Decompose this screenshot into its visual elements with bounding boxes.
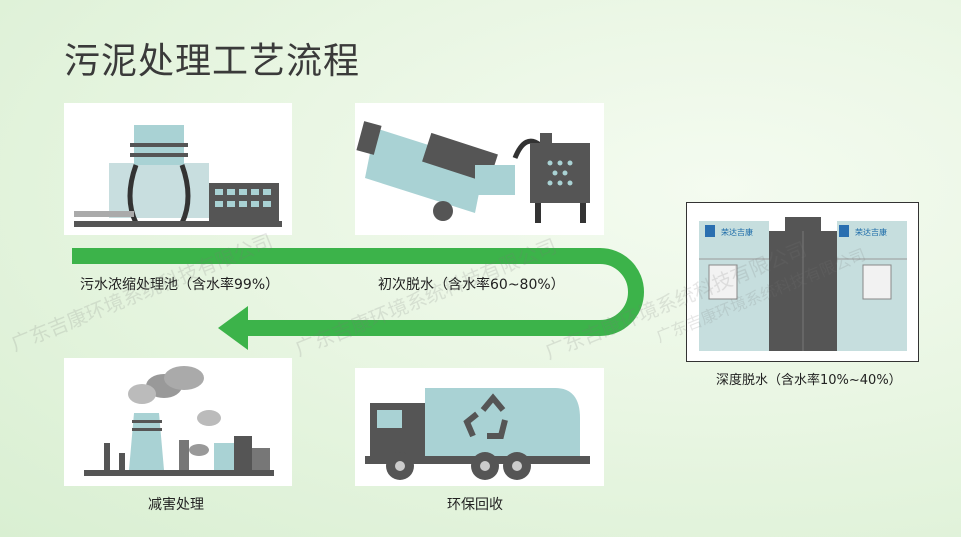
thickening-tank-card	[64, 103, 292, 235]
recycling-card	[355, 368, 604, 486]
page-title: 污泥处理工艺流程	[64, 41, 361, 82]
deep-dewatering-machine-icon	[699, 217, 907, 351]
machine-brand-right: 荣达吉康	[855, 228, 887, 237]
reduction-card	[64, 358, 292, 486]
screw-press-card	[355, 103, 604, 235]
thickening-tank-icon	[74, 125, 282, 227]
garbage-truck-icon	[365, 388, 590, 480]
power-plant-icon	[84, 366, 274, 476]
screw-press-icon	[356, 121, 590, 223]
deep-dewatering-machine-card: 荣达吉康 荣达吉康	[686, 202, 919, 362]
step-label-reduction: 减害处理	[148, 497, 204, 513]
step-label-primary: 初次脱水（含水率60~80%）	[378, 277, 565, 293]
machine-brand-left: 荣达吉康	[721, 228, 753, 237]
step-label-recycling: 环保回收	[447, 497, 503, 513]
step-label-deep: 深度脱水（含水率10%~40%）	[716, 373, 902, 388]
recycle-icon	[463, 393, 508, 439]
step-label-thickening: 污水浓缩处理池（含水率99%）	[80, 277, 280, 293]
